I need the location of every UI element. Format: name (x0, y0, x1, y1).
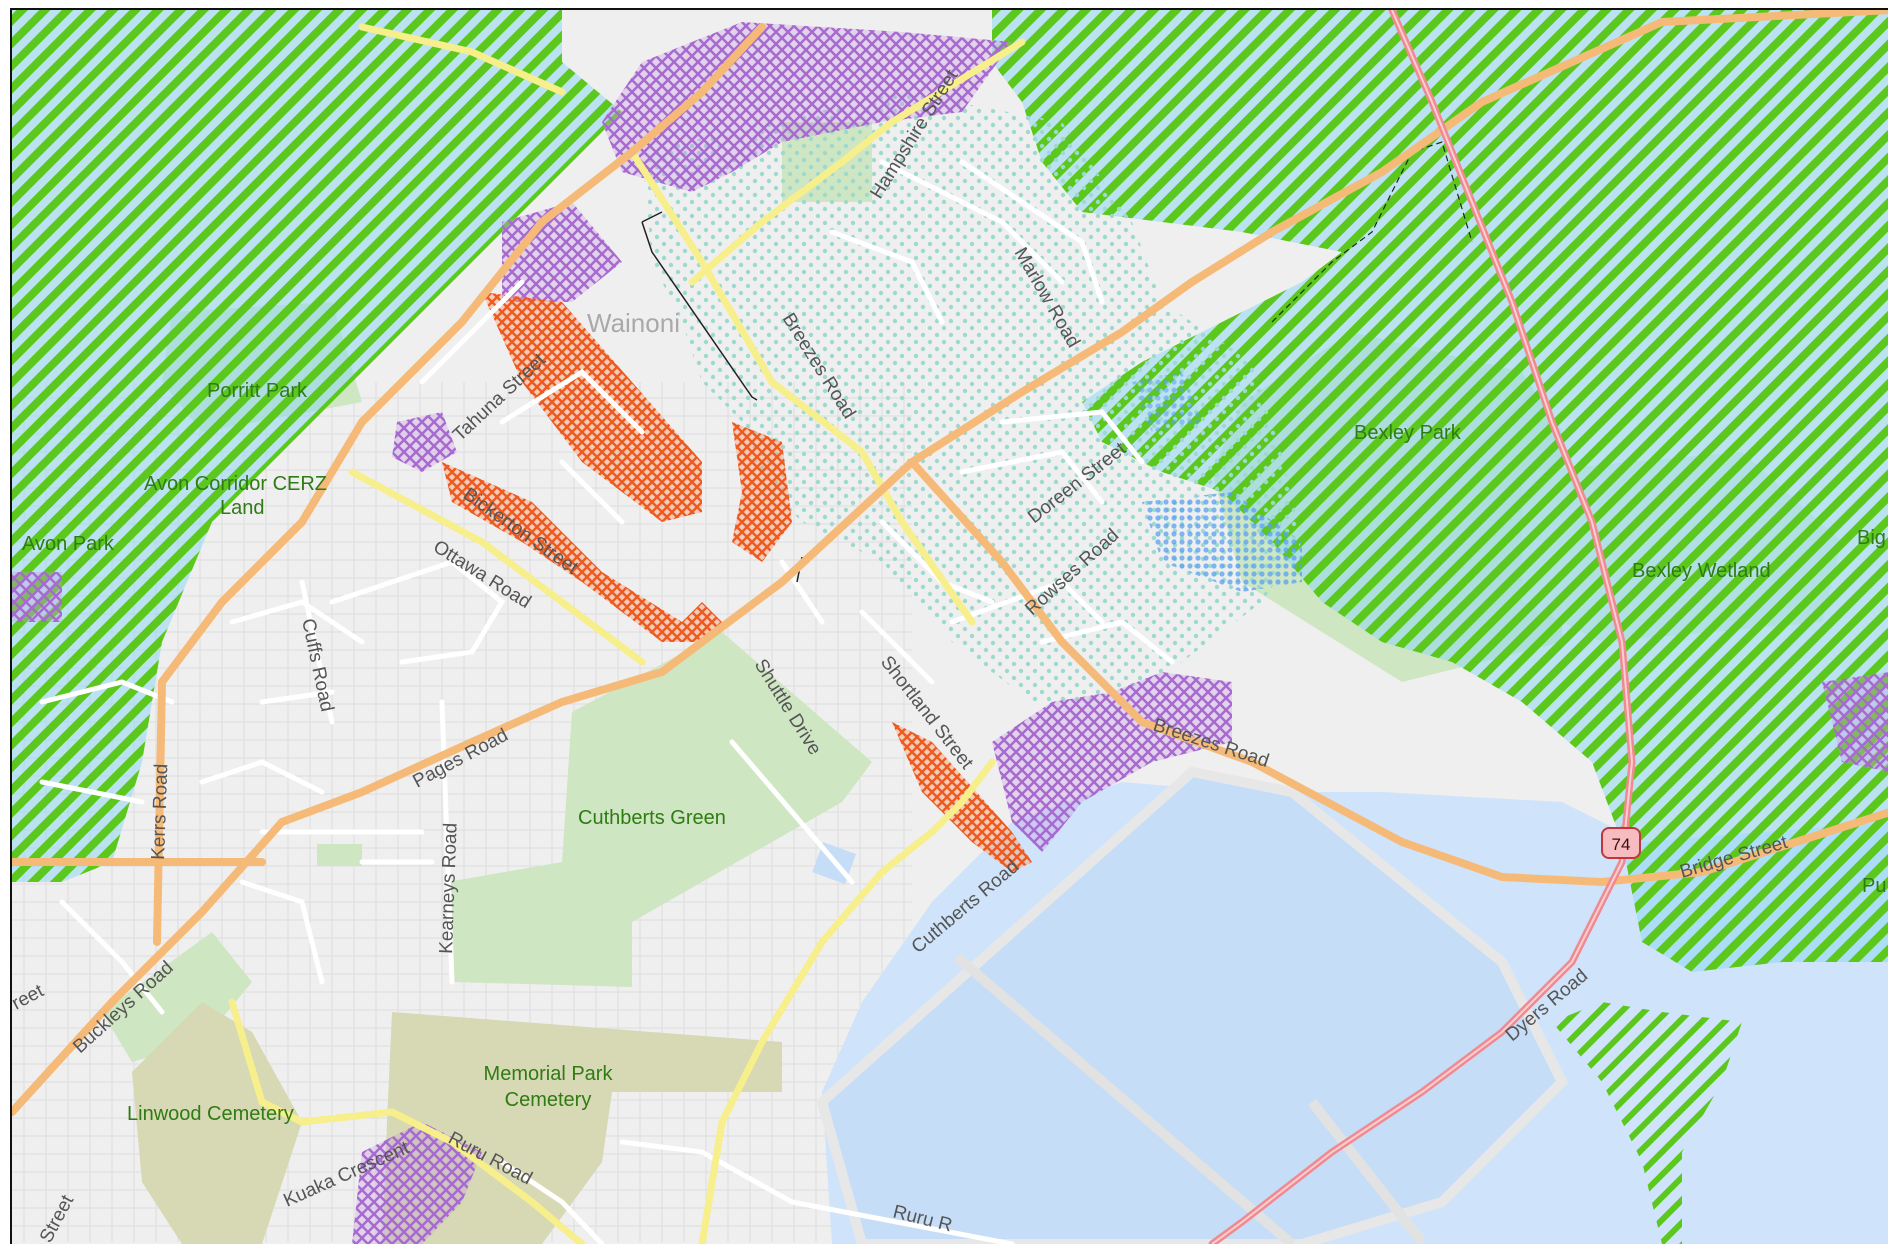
label-edge-big: Big (1857, 527, 1886, 549)
purple-zone-wainoni (502, 202, 622, 302)
purple-zone-ruru (352, 1122, 482, 1244)
label-avon-corridor: Avon Corridor CERZ (144, 473, 327, 495)
state-highway-74-core (1211, 10, 1634, 1244)
linwood-cemetery-area (132, 1002, 302, 1244)
purple-zone-north (602, 22, 1012, 192)
label-wainoni: Wainoni (587, 308, 680, 338)
map-viewport[interactable]: 74 Wainoni Porritt Park Avon Corridor CE… (10, 8, 1888, 1244)
label-porritt-park: Porritt Park (207, 380, 308, 402)
local-streets (39, 159, 1175, 1244)
route-shield-label: 74 (1612, 835, 1631, 854)
blue-zone-rowses (1142, 492, 1302, 592)
flood-hatch-northwest (12, 10, 622, 882)
linwood-area-park (102, 932, 252, 1062)
label-memorial-park: Memorial Park (484, 1063, 614, 1085)
purple-zone-west (392, 412, 457, 472)
label-edge-pu: Pu (1862, 875, 1886, 897)
flood-hatch-south-shore (1552, 1002, 1742, 1244)
orange-zone-breezes (732, 422, 792, 562)
label-memorial-park-cemetery: Cemetery (505, 1089, 592, 1111)
memorial-park-cemetery-area (382, 1012, 782, 1244)
map-canvas[interactable]: 74 Wainoni Porritt Park Avon Corridor CE… (12, 10, 1888, 1244)
label-kerrs-road: Kerrs Road (148, 763, 172, 860)
pond-divider-2 (1308, 1098, 1426, 1244)
label-bexley-wetland: Bexley Wetland (1632, 560, 1771, 582)
suburb-boundary-east (1271, 141, 1473, 323)
label-kearneys-road: Kearneys Road (436, 823, 462, 955)
purple-zone-far-west (12, 572, 62, 622)
label-cuthberts-green: Cuthberts Green (578, 807, 726, 829)
arterial-roads (12, 10, 1888, 1116)
cuthberts-green-park (447, 632, 872, 987)
flood-hatch-north (992, 10, 1888, 972)
purple-zone-south (992, 672, 1232, 852)
label-bexley-park: Bexley Park (1354, 422, 1462, 444)
purple-zone-east (1822, 672, 1888, 772)
park-patch-2 (317, 844, 362, 866)
route-shield-74: 74 (1601, 827, 1641, 859)
label-avon-corridor-land: Land (220, 497, 265, 519)
place-labels: Wainoni Porritt Park Avon Corridor CERZ … (22, 308, 1886, 1125)
label-avon-park: Avon Park (22, 533, 115, 555)
collector-roads (228, 23, 1026, 1244)
dotted-zone (642, 92, 1302, 702)
orange-zone-tahuna (442, 292, 722, 642)
label-linwood-cemetery: Linwood Cemetery (127, 1103, 294, 1125)
pond-divider-1 (953, 953, 1296, 1244)
blue-zone-north (1132, 372, 1202, 432)
